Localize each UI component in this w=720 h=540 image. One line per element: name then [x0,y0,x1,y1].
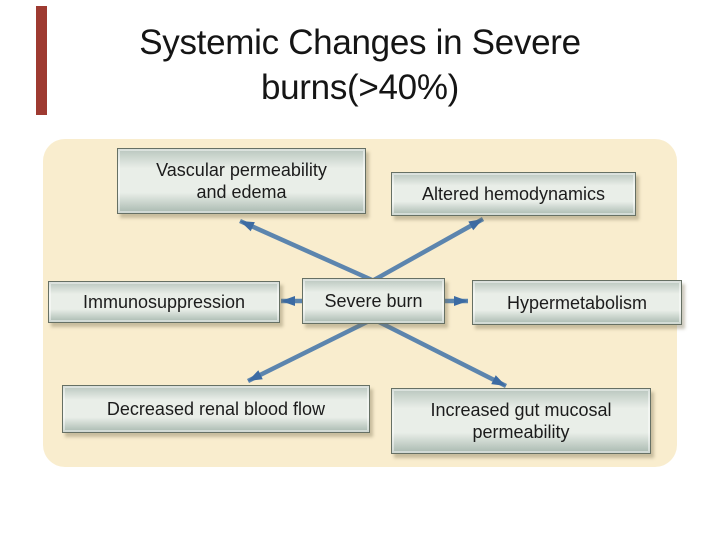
node-immunosuppression: Immunosuppression [48,281,280,323]
node-label: Hypermetabolism [506,292,648,313]
node-severe-burn: Severe burn [302,278,445,324]
node-vascular-permeability-and-edema: Vascular permeability and edema [117,148,366,214]
node-label: Severe burn [324,291,423,311]
node-label: Decreased renal blood flow [106,399,326,419]
slide-title-line2: burns(>40%) [260,68,460,107]
slide-title: Systemic Changes in Severe burns(>40%) [0,20,720,110]
node-altered-hemodynamics: Altered hemodynamics [391,172,636,216]
node-decreased-renal-blood-flow: Decreased renal blood flow [62,385,370,433]
node-label: Immunosuppression [82,292,246,312]
node-label: Altered hemodynamics [421,184,606,204]
node-increased-gut-mucosal-permeability: Increased gut mucosal permeability [391,388,651,454]
node-label: and edema [196,182,287,202]
node-label: permeability [472,422,570,442]
slide-title-line1: Systemic Changes in Severe [139,23,581,62]
node-label: Increased gut mucosal [430,400,612,420]
red-accent-bar [36,6,47,115]
node-hypermetabolism: Hypermetabolism [472,280,682,325]
node-label: Vascular permeability [156,160,327,180]
